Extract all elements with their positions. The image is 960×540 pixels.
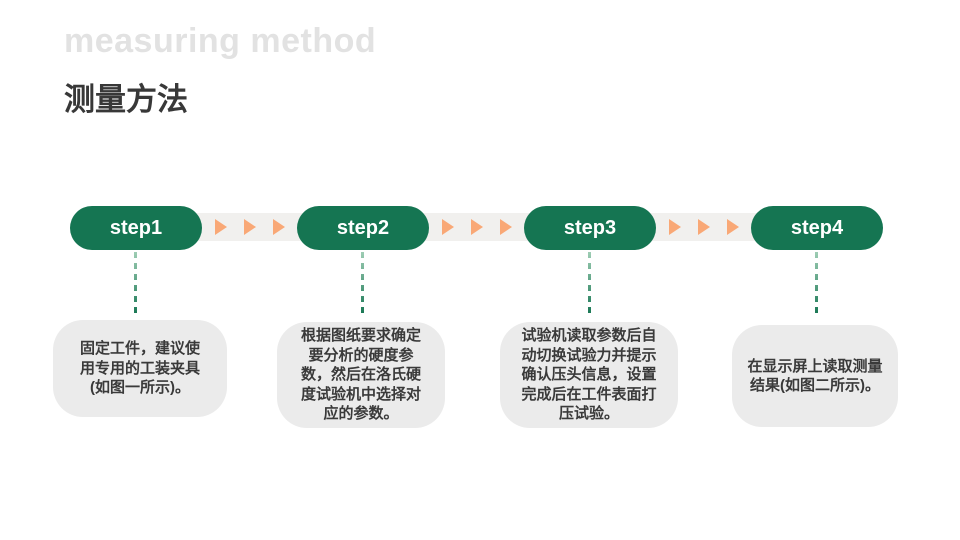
- step-pill-1: step1: [70, 206, 202, 250]
- arrow-right-icon: [668, 219, 681, 235]
- step-description-2: 根据图纸要求确定 要分析的硬度参 数，然后在洛氏硬 度试验机中选择对 应的参数。: [277, 322, 445, 428]
- page-title-zh: 测量方法: [64, 82, 188, 117]
- arrow-right-icon: [470, 219, 483, 235]
- step-description-1: 固定工件，建议使 用专用的工装夹具 (如图一所示)。: [53, 320, 227, 417]
- dashed-connector: [815, 252, 818, 316]
- arrow-right-icon: [726, 219, 739, 235]
- arrow-right-icon: [441, 219, 454, 235]
- arrow-right-icon: [499, 219, 512, 235]
- arrow-right-icon: [697, 219, 710, 235]
- arrow-right-icon: [272, 219, 285, 235]
- connector-strip: [421, 213, 532, 241]
- connector-strip: [194, 213, 305, 241]
- step-pill-3: step3: [524, 206, 656, 250]
- page-title-en: measuring method: [64, 22, 377, 60]
- step-description-3: 试验机读取参数后自 动切换试验力并提示 确认压头信息，设置 完成后在工件表面打 …: [500, 322, 678, 428]
- arrow-right-icon: [214, 219, 227, 235]
- step-pill-4: step4: [751, 206, 883, 250]
- connector-strip: [648, 213, 759, 241]
- step-pill-2: step2: [297, 206, 429, 250]
- dashed-connector: [134, 252, 137, 316]
- arrow-right-icon: [243, 219, 256, 235]
- step-description-4: 在显示屏上读取测量 结果(如图二所示)。: [732, 325, 898, 427]
- dashed-connector: [361, 252, 364, 316]
- dashed-connector: [588, 252, 591, 316]
